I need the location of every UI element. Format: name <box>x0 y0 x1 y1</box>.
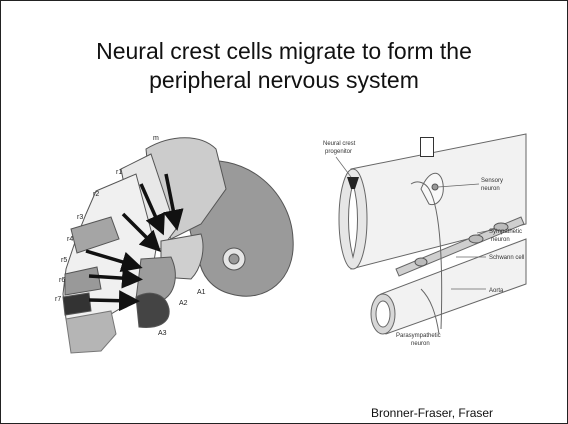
leader-progenitor <box>336 157 351 177</box>
label-r3: r3 <box>77 214 83 221</box>
arch-a3 <box>136 293 169 327</box>
label-r6: r6 <box>59 277 65 284</box>
title-line-2: peripheral nervous system <box>1 66 567 95</box>
label-schwann: Schwann cell <box>489 255 524 261</box>
label-progenitor-2: progenitor <box>325 149 352 155</box>
label-r2: r2 <box>93 191 99 198</box>
empty-placeholder-box <box>420 137 434 157</box>
title-line-1: Neural crest cells migrate to form the <box>1 37 567 66</box>
hindbrain-migration-diagram: m r1 r2 r3 r4 r5 r6 r7 A1 A2 A3 <box>41 129 301 354</box>
lower-neural-tube <box>66 311 116 353</box>
label-r7: r7 <box>55 296 61 303</box>
sympathetic-neuron-3 <box>415 258 427 266</box>
label-sympathetic-2: neuron <box>491 237 510 243</box>
label-a2: A2 <box>179 300 188 307</box>
label-parasympathetic-1: Parasympathetic <box>396 333 441 339</box>
neural-crest-derivatives-diagram: Neural crest progenitor Sensory neuron S… <box>301 129 541 359</box>
label-sensory-2: neuron <box>481 186 500 192</box>
label-aorta: Aorta <box>489 288 504 294</box>
image-credit: Bronner-Fraser, Fraser <box>371 406 493 420</box>
label-r5: r5 <box>61 257 67 264</box>
slide-title: Neural crest cells migrate to form the p… <box>1 37 567 95</box>
aorta-lumen <box>376 301 390 327</box>
sensory-neuron-nucleus <box>432 184 438 190</box>
label-r4: r4 <box>67 236 73 243</box>
eye-inner <box>229 254 239 264</box>
sympathetic-neuron-1 <box>469 235 483 243</box>
label-m: m <box>153 135 159 142</box>
label-a3: A3 <box>158 330 167 337</box>
label-progenitor-1: Neural crest <box>323 141 356 147</box>
label-r1: r1 <box>116 169 122 176</box>
label-sensory-1: Sensory <box>481 178 503 184</box>
migration-arrow-6 <box>89 300 133 301</box>
label-parasympathetic-2: neuron <box>411 341 430 347</box>
label-sympathetic-1: Sympathetic <box>489 229 522 235</box>
rhombomere-r7-band <box>63 293 91 315</box>
label-a1: A1 <box>197 289 206 296</box>
